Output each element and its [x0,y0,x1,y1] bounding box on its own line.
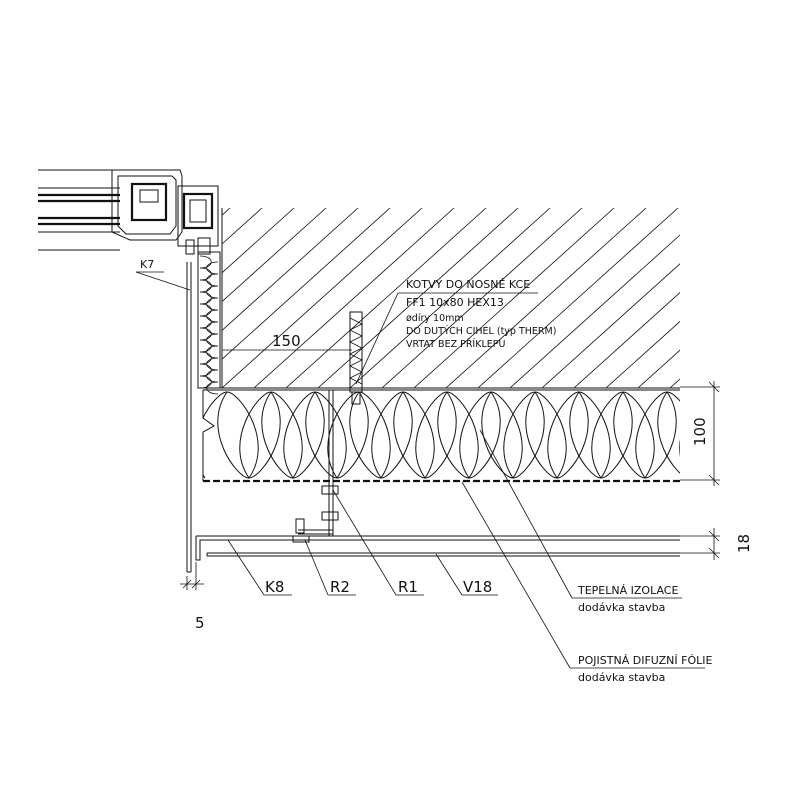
v18-text: V18 [463,578,492,596]
r1-text: R1 [398,578,418,596]
k7-text: K7 [140,258,154,271]
r2-text: R2 [330,578,350,596]
anchor-spec: FF1 10x80 HEX13 [406,296,504,309]
anchor-dowel [349,311,363,405]
insulation-title: TEPELNÁ IZOLACE [577,584,678,597]
dim-100-text: 100 [691,417,709,446]
dimension-18: 18 [680,528,753,560]
insulation-supplier: dodávka stavba [578,601,665,614]
dimension-100: 100 [680,381,720,486]
dim-18-text: 18 [735,534,753,553]
label-v18: V18 [435,553,498,596]
dim-150-text: 150 [272,332,301,350]
foil-supplier: dodávka stavba [578,671,665,684]
foil-title: POJISTNÁ DIFUZNÍ FÓLIE [578,654,712,667]
dim-5-text: 5 [195,614,205,632]
label-thermal-insulation: TEPELNÁ IZOLACE dodávka stavba [479,429,682,614]
k8-text: K8 [265,578,284,596]
masonry-wall [198,208,680,389]
label-r2: R2 [304,539,356,596]
jamb-insulation [197,251,221,395]
facade-cladding [186,262,680,573]
label-k8: K8 [227,539,292,596]
label-diffusion-foil: POJISTNÁ DIFUZNÍ FÓLIE dodávka stavba [461,481,712,684]
anchor-note: VRTAT BEZ PŘÍKLEPU [406,338,505,350]
substructure-brackets [292,390,339,543]
anchor-title: KOTVY DO NOSNÉ KCE [406,278,530,291]
label-k7: K7 [135,258,191,291]
anchor-drill: ødíry 10mm [406,313,464,324]
dimension-5: 5 [180,562,205,632]
thermal-insulation-layer [202,389,680,483]
anchor-annotation: KOTVY DO NOSNÉ KCE FF1 10x80 HEX13 ødíry… [355,278,556,385]
label-r1: R1 [332,489,424,596]
dimension-150: 150 [221,332,352,355]
window-frame-profile [38,169,219,255]
anchor-brick: DO DUTÝCH CIHEL (typ THERM) [406,325,556,337]
